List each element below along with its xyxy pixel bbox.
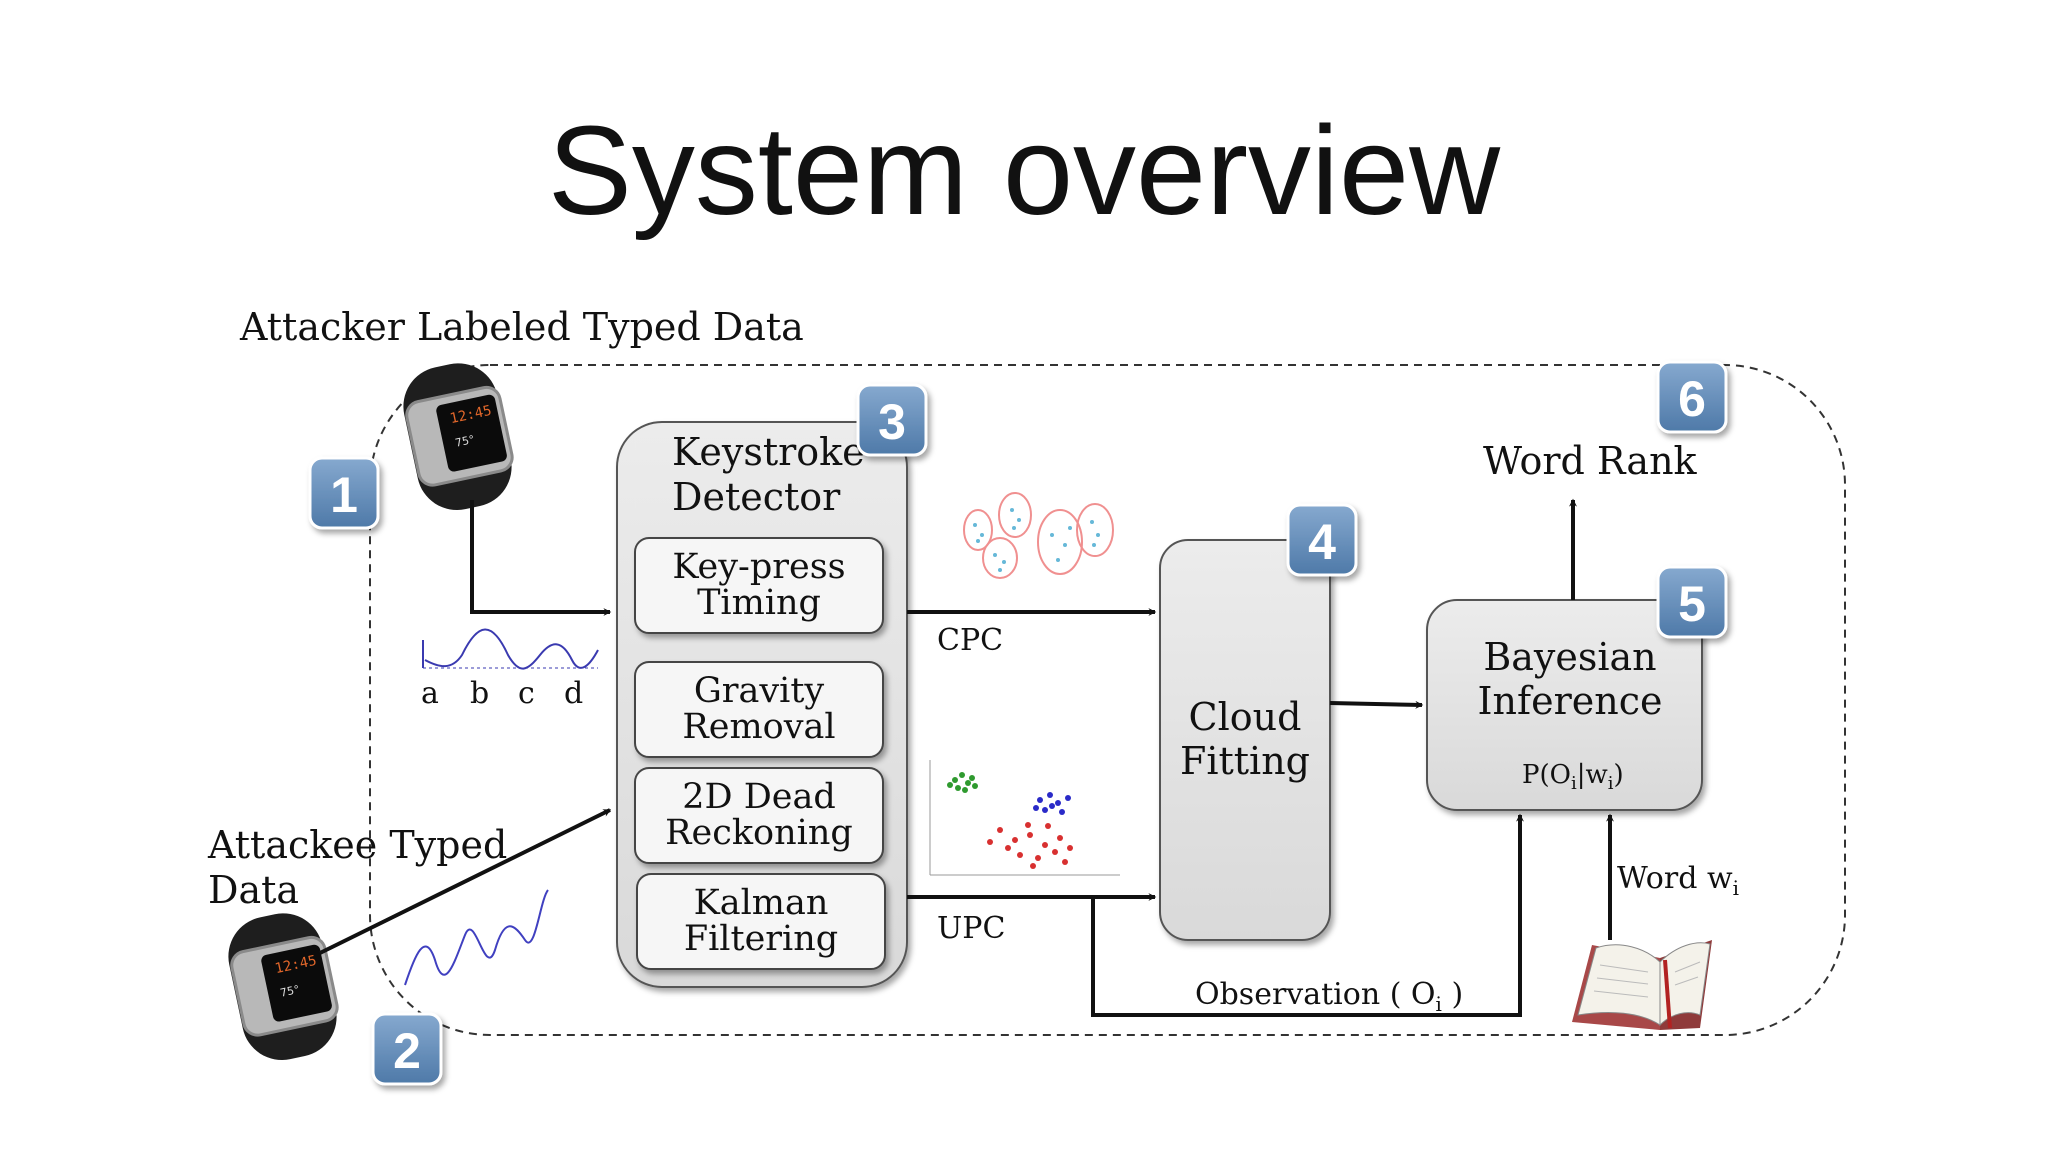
cpc-label: CPC — [937, 623, 1003, 658]
wave-letter-b: b — [470, 676, 489, 711]
svg-text:4: 4 — [1308, 514, 1336, 570]
step-badge-3: 3 — [856, 383, 928, 457]
svg-text:2D Dead: 2D Dead — [682, 777, 836, 817]
upc-label: UPC — [937, 911, 1005, 946]
attackee-signal-wave — [404, 889, 549, 986]
svg-text:Removal: Removal — [682, 707, 835, 747]
wave-letter-c: c — [518, 676, 535, 711]
attackee-data-label-line2: Data — [208, 868, 299, 912]
attackee-watch-arrow — [319, 808, 612, 955]
keystroke-detector-title-line2: Detector — [672, 475, 841, 519]
bayesian-line1: Bayesian — [1483, 635, 1656, 679]
slide-title: System overview — [547, 100, 1501, 241]
bayesian-line2: Inference — [1478, 679, 1663, 723]
cloud-fitting-box — [1159, 539, 1331, 941]
bayesian-inference-box — [1426, 599, 1703, 811]
word-input-label: Word wi — [1617, 861, 1739, 900]
svg-text:Reckoning: Reckoning — [665, 813, 853, 853]
svg-text:Gravity: Gravity — [694, 671, 825, 711]
smartwatch-icon: 12:45 75° — [403, 363, 514, 511]
svg-text:6: 6 — [1678, 371, 1706, 427]
svg-text:Key-press: Key-press — [672, 547, 845, 587]
step-badge-2: 2 — [371, 1012, 443, 1086]
unclustered-points-thumbnail — [929, 760, 1120, 876]
clustered-points-thumbnail — [963, 492, 1114, 579]
svg-text:Timing: Timing — [697, 583, 821, 623]
step-badge-5: 5 — [1656, 565, 1728, 639]
step-gravity-removal: Gravity Removal — [634, 661, 884, 758]
wave-letter-d: d — [564, 676, 583, 711]
svg-text:1: 1 — [330, 467, 358, 523]
watch-temp: 75° — [279, 983, 301, 1000]
cloud-fitting-line2: Fitting — [1180, 739, 1310, 783]
step-kalman-filtering: Kalman Filtering — [636, 873, 886, 970]
labeled-signal-wave — [422, 628, 599, 670]
open-book-icon — [1572, 940, 1712, 1030]
cloud-fitting-line1: Cloud — [1189, 695, 1302, 739]
word-rank-label: Word Rank — [1483, 439, 1698, 483]
step-badge-4: 4 — [1286, 503, 1358, 577]
attacker-watch-arrow — [470, 500, 612, 616]
step-badge-6: 6 — [1656, 360, 1728, 434]
svg-text:Filtering: Filtering — [684, 919, 838, 959]
keystroke-detector-title-line1: Keystroke — [672, 430, 865, 474]
wave-letter-a: a — [421, 676, 439, 711]
smartwatch-icon: 12:45 75° — [228, 913, 339, 1061]
svg-text:5: 5 — [1678, 576, 1706, 632]
bayesian-formula: P(Oi|wi) — [1522, 760, 1624, 794]
svg-text:2: 2 — [393, 1023, 421, 1079]
attacker-data-boundary — [369, 364, 1846, 1036]
attackee-data-label-line1: Attackee Typed — [207, 823, 507, 867]
observation-label: Observation ( Oi ) — [1195, 977, 1463, 1016]
svg-text:Kalman: Kalman — [694, 883, 829, 923]
observation-arrow — [1091, 813, 1524, 1017]
svg-text:3: 3 — [878, 394, 906, 450]
cloud-to-bayesian-arrow — [1329, 700, 1424, 709]
step-badge-1: 1 — [308, 456, 380, 530]
step-keypress-timing: Key-press Timing — [634, 537, 884, 634]
step-2d-dead-reckoning: 2D Dead Reckoning — [634, 767, 884, 864]
watch-temp: 75° — [454, 433, 476, 450]
attacker-data-label: Attacker Labeled Typed Data — [239, 305, 804, 349]
